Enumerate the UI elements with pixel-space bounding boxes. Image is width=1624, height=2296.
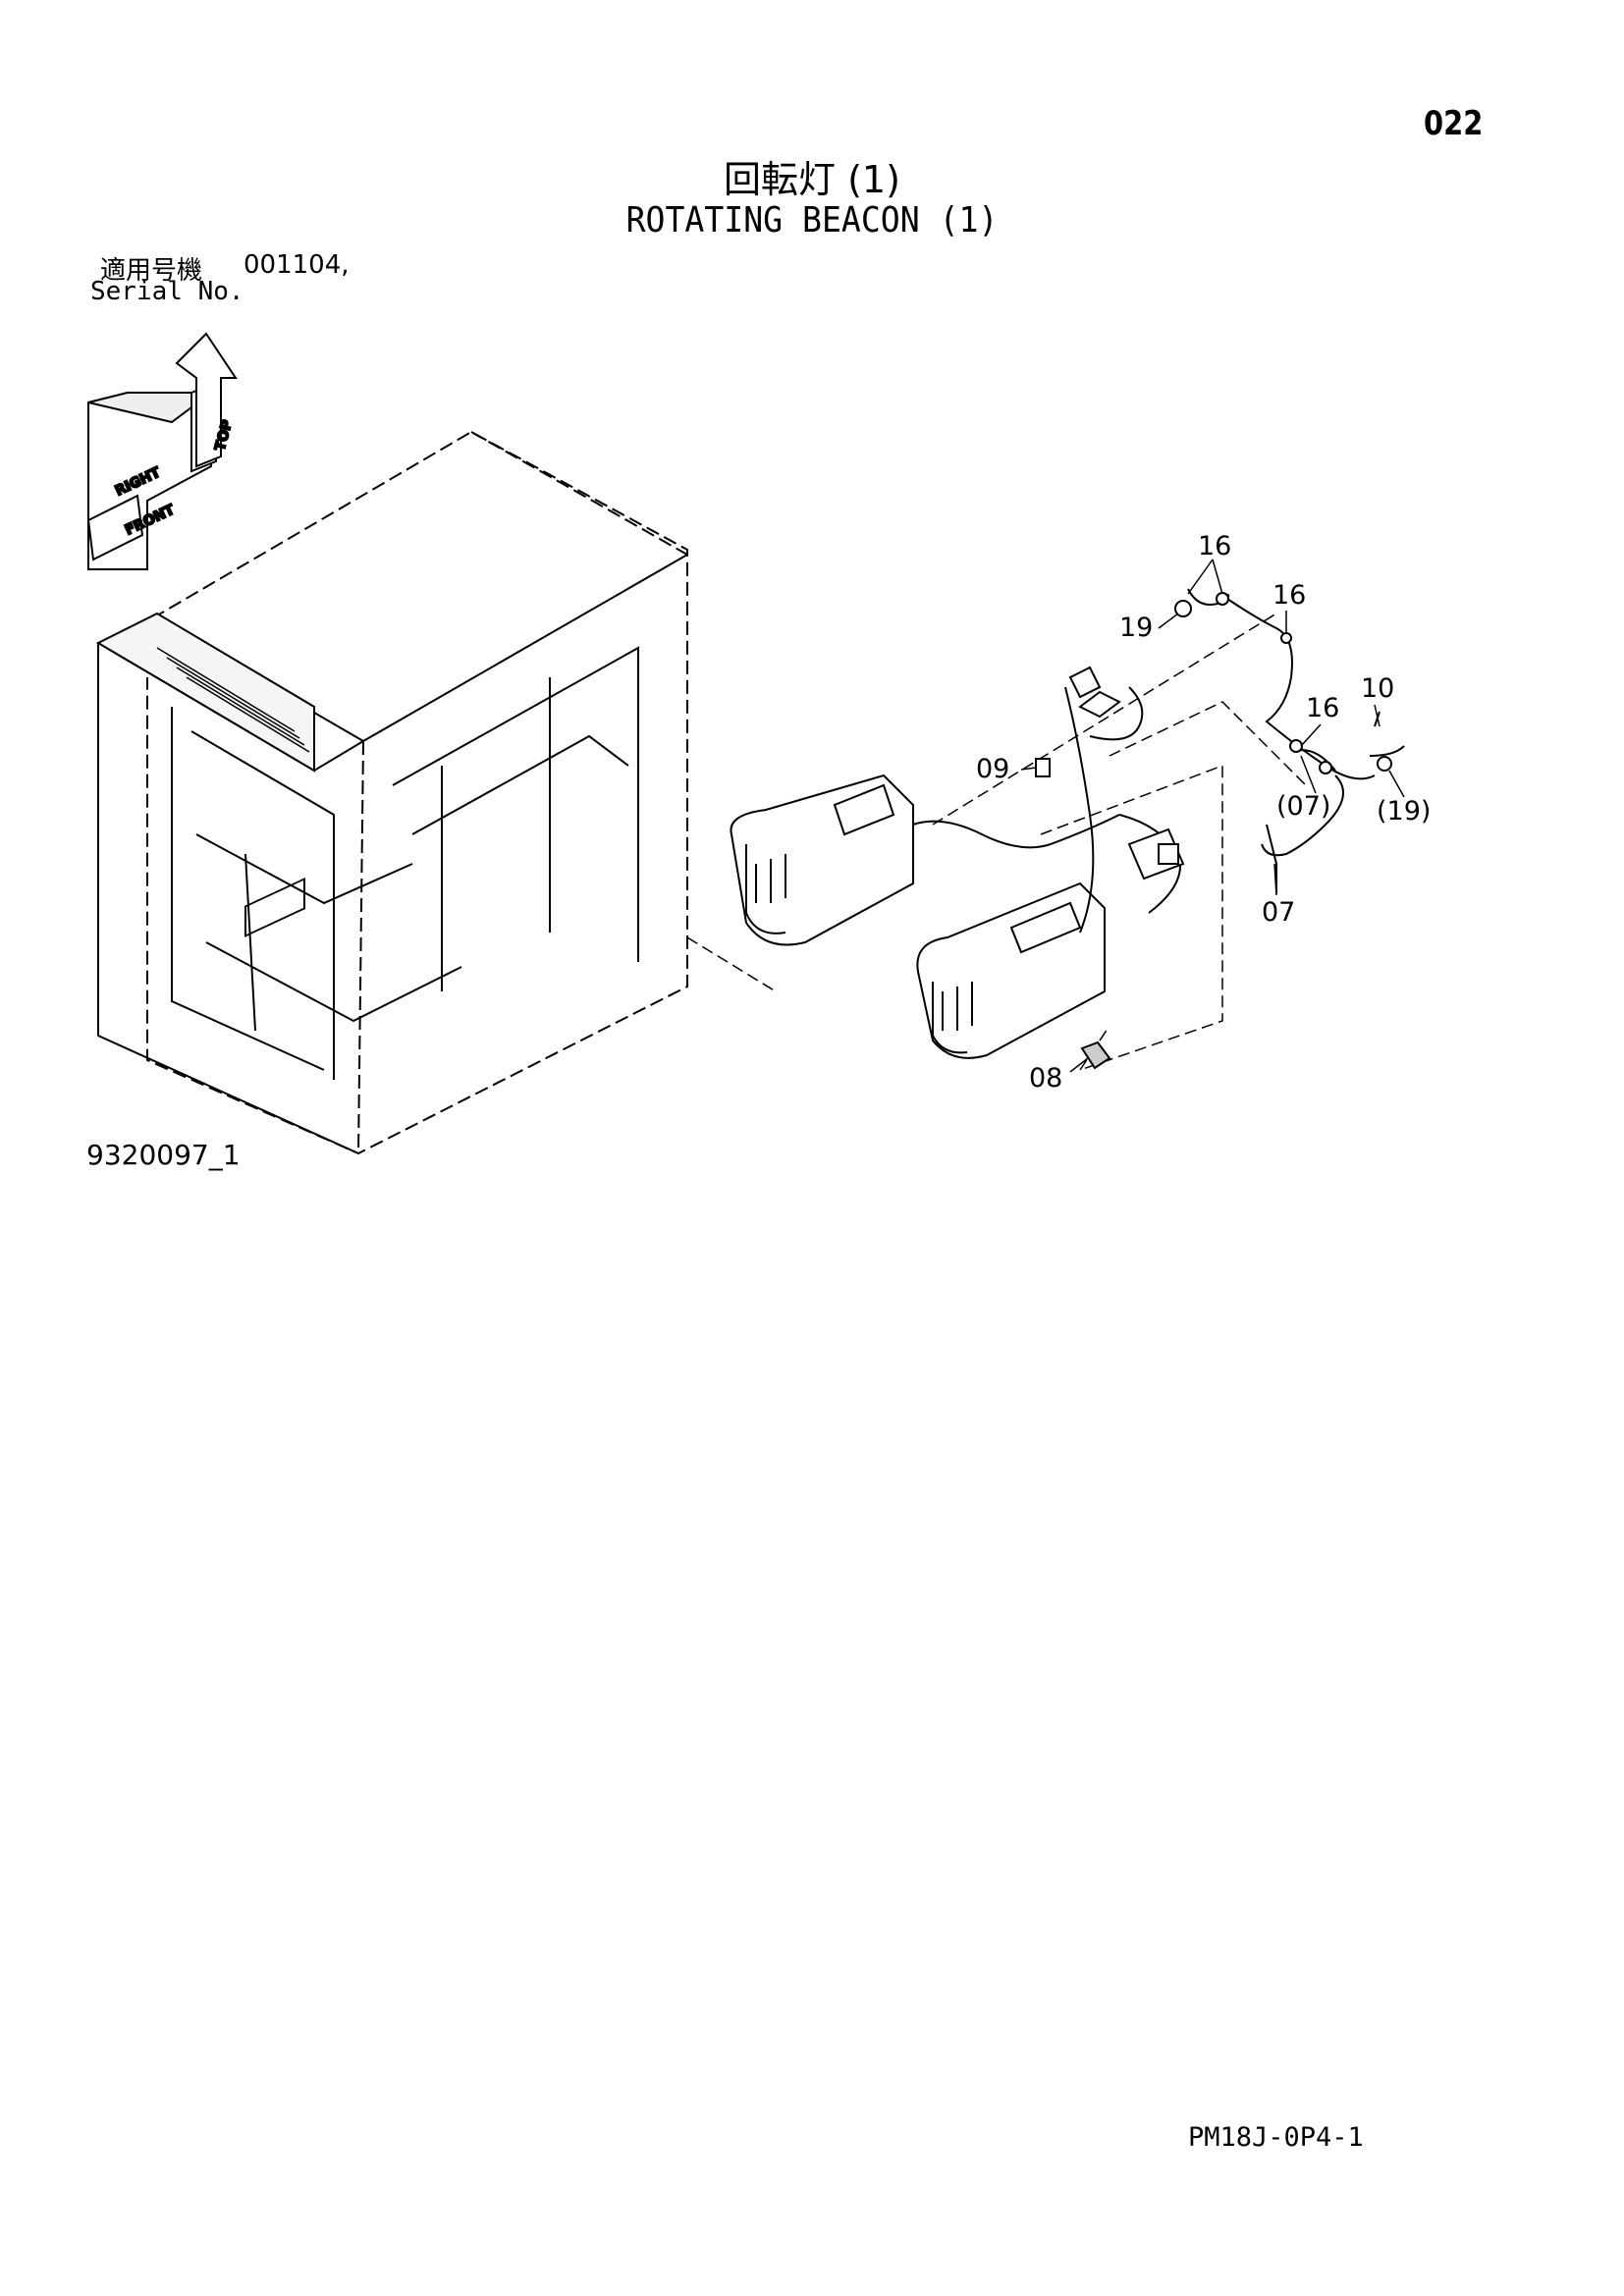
orientation-top-label: TOP (212, 418, 236, 453)
callout-08: 08 (1029, 1063, 1062, 1094)
callout-leaders (1020, 559, 1405, 1073)
callout-09: 09 (976, 754, 1009, 784)
document-code: PM18J-0P4-1 (1188, 2122, 1364, 2153)
serial-value: 001104, (244, 250, 350, 280)
small-parts (1035, 758, 1179, 1070)
callout-19-paren: (19) (1377, 796, 1431, 827)
title-english: ROTATING BEACON (1) (625, 200, 999, 240)
callout-16c: 16 (1306, 693, 1339, 723)
cab-frame (95, 430, 688, 1155)
serial-label-english: Serial No. (90, 277, 244, 306)
wiring-harness (912, 588, 1405, 934)
callout-07: 07 (1262, 897, 1295, 928)
callout-19: 19 (1119, 613, 1153, 643)
callouts: 16 16 19 10 16 09 (07) (19) 07 08 (976, 531, 1431, 1094)
console-left (730, 774, 914, 946)
page-number: 022 (1424, 104, 1484, 143)
drawing-number: 9320097_1 (86, 1139, 241, 1171)
title-japanese: 回転灯 (1) (724, 158, 900, 201)
callout-07-paren: (07) (1276, 791, 1330, 822)
serial-label-japanese: 適用号機 (100, 256, 203, 286)
console-right (916, 881, 1106, 1059)
orientation-icon: TOP RIGHT FRONT (86, 332, 238, 570)
callout-16a: 16 (1198, 531, 1231, 561)
callout-10: 10 (1361, 673, 1394, 704)
callout-16b: 16 (1272, 580, 1306, 611)
parts-diagram: TOP RIGHT FRONT (86, 332, 1431, 1155)
